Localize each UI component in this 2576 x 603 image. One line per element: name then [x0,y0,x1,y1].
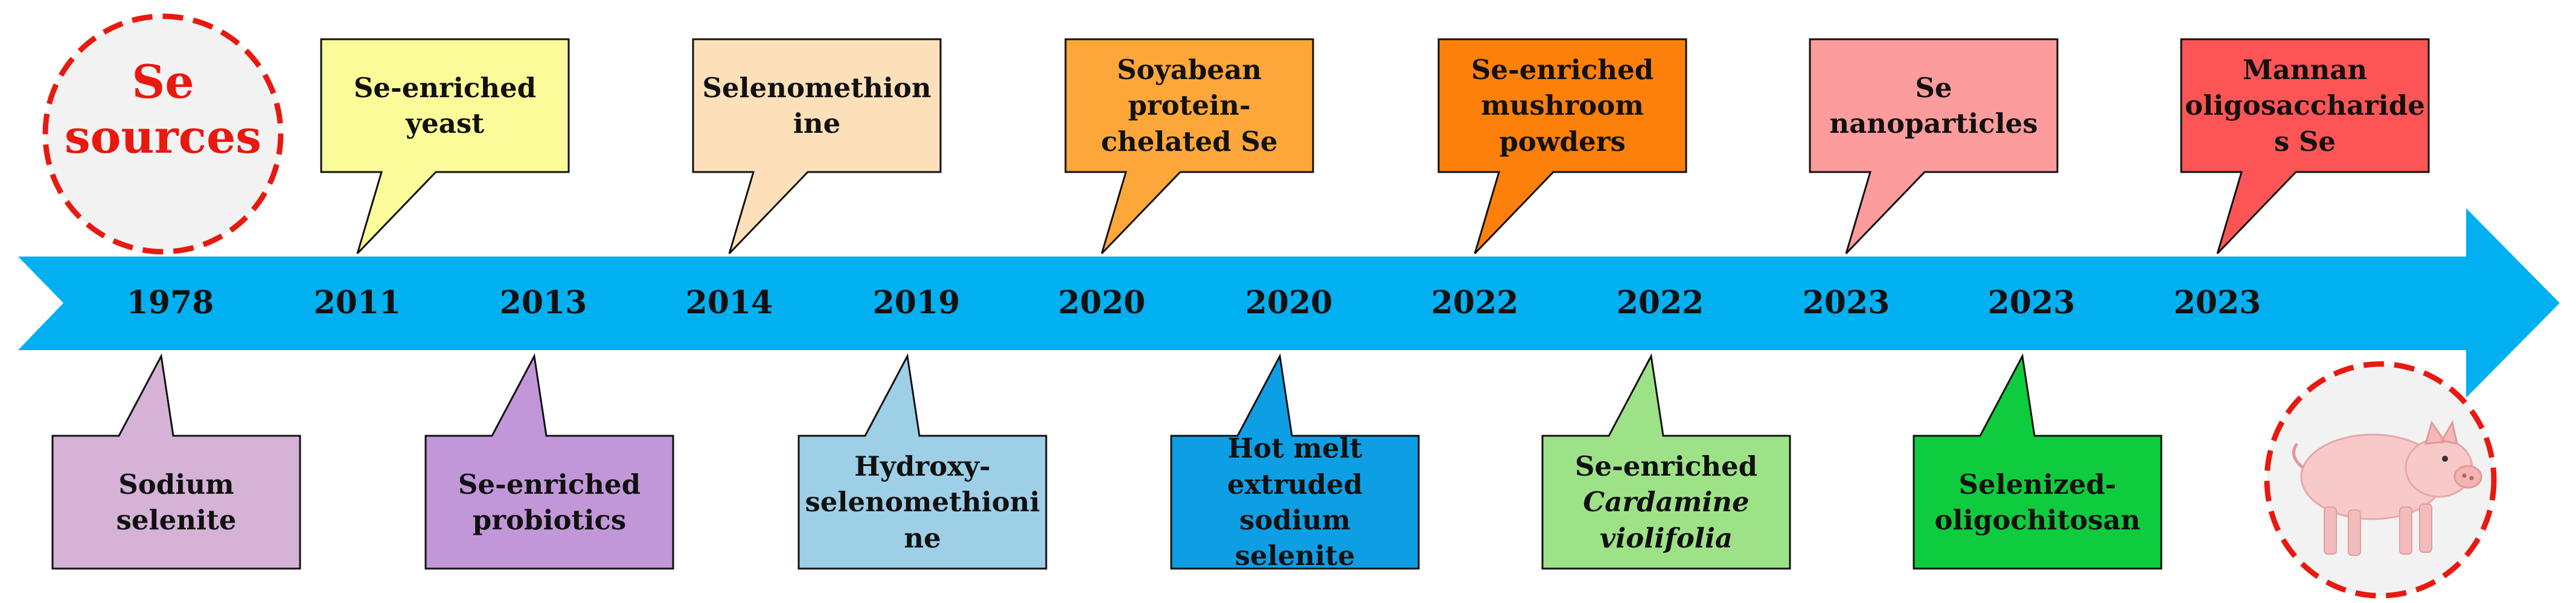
callout-text-line: oligosaccharide [2185,89,2425,122]
callout-text-line: Selenomethion [702,71,932,104]
callout-text-line: Se-enriched [353,71,537,104]
callout-text-line: selenite [116,504,237,536]
callout-text-line: selenomethioni [805,486,1040,518]
callout-text-line: Se-enriched [1574,450,1758,482]
callout-text-line: Cardamine [1583,486,1750,518]
callout-text-line: oligochitosan [1934,504,2141,536]
callout-text-line: ne [904,522,941,554]
callout-shape [692,38,942,255]
callout-shape [1437,38,1687,255]
callout-text-line: nanoparticles [1829,107,2038,139]
callout-shape [1064,38,1314,255]
year-label: 2023 [1802,284,1890,321]
callout-text-line: s Se [2274,125,2336,158]
year-label: 2020 [1058,284,1146,321]
callout-text-line: extruded [1227,468,1363,500]
bottom-callout-box: Sodium selenite [53,436,300,569]
year-label: 2011 [313,284,401,321]
callout-text-line: violifolia [1599,522,1733,554]
callout-text-line: probiotics [472,504,627,536]
callout-text-line: chelated Se [1101,125,1278,158]
callout-shape [424,353,674,570]
year-label: 1978 [126,284,214,321]
title-line-1: Se [132,55,194,109]
callout-shape [320,38,570,255]
year-label: 2014 [685,284,773,321]
year-label: 2023 [1987,284,2076,321]
callout-text-line: Hot melt [1227,432,1363,465]
callout-text-line: Se-enriched [458,468,641,500]
callout-shape [1170,353,1420,570]
callout-shape [2180,38,2430,255]
callout-shape [51,353,301,570]
bottom-callout-box: Hydroxy-selenomethioni ne [799,436,1046,569]
callout-text-line: Se [1915,71,1952,104]
callout-text-line: yeast [405,107,485,139]
pig-icon [2264,361,2497,599]
year-label: 2013 [499,284,587,321]
callout-text-line: Soyabean [1117,53,1262,86]
callout-text-line: Hydroxy- [854,450,991,482]
callout-text-line: Se-enriched [1471,53,1654,86]
year-label: 2022 [1616,284,1704,321]
timeline-arrow [18,208,2560,398]
callout-text-line: Mannan [2242,53,2368,86]
callout-text-line: Selenized- [1958,468,2117,500]
callout-text-line: mushroom [1481,89,1644,122]
year-label: 2023 [2173,284,2261,321]
bottom-callout-box: Selenized-oligochitosan [1914,436,2161,569]
year-label: 2019 [872,284,960,321]
year-label: 2020 [1245,284,1333,321]
se-sources-circle [42,13,284,255]
title-line-2: sources [64,110,262,164]
callout-text-line: Sodium [118,468,234,500]
callout-shape [1541,353,1791,570]
callout-shape [797,353,1047,570]
callout-text-line: protein- [1128,89,1251,122]
callout-text-line: sodium selenite [1235,504,1355,572]
bottom-callout-box: Se-enriched probiotics [426,436,673,569]
callout-text-line: powders [1499,125,1626,158]
callout-text-line: ine [793,107,841,139]
se-sources-title: Se sources [45,54,281,164]
callout-shape [1809,38,2059,255]
callout-shape [1913,353,2162,570]
year-label: 2022 [1431,284,1519,321]
